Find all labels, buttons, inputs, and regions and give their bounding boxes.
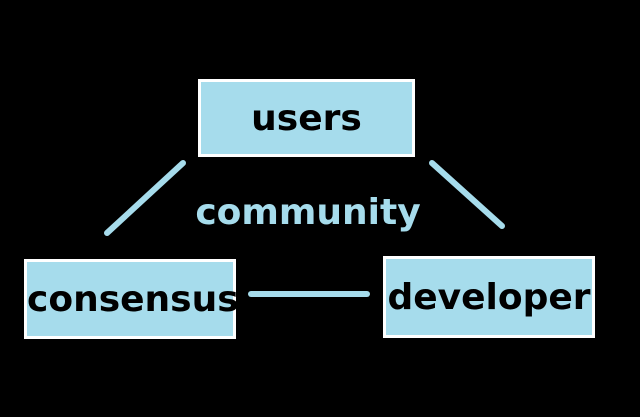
node-consensus-label: consensus (27, 278, 239, 320)
node-developer-label: developer (387, 276, 591, 318)
node-users-label: users (251, 97, 362, 139)
node-users: users (198, 79, 415, 157)
connector-users-developer (429, 160, 505, 229)
node-consensus: consensus (24, 259, 239, 339)
community-label: community (195, 191, 421, 233)
connector-users-consensus (104, 160, 186, 236)
node-developer: developer (383, 256, 595, 338)
